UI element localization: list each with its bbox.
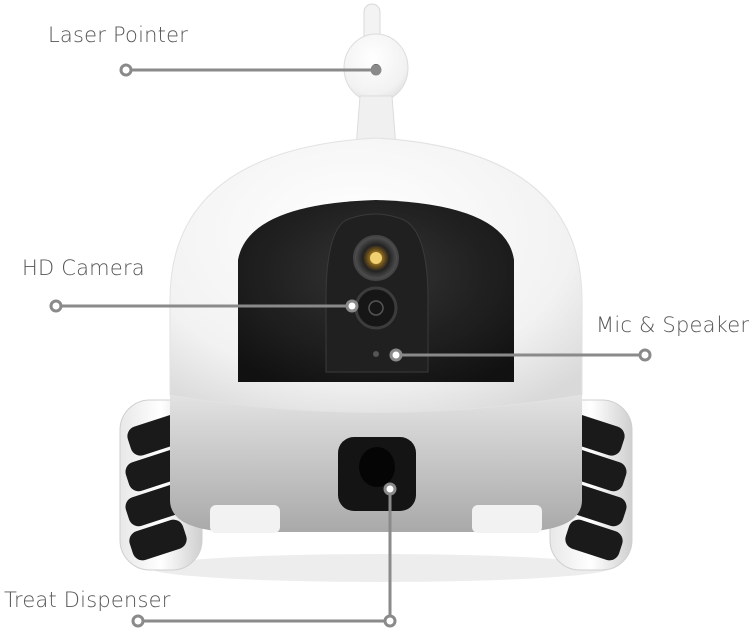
treat-endpoint-top <box>383 482 397 496</box>
camera-endpoint-right <box>345 299 359 313</box>
camera-endpoint-left <box>49 299 63 313</box>
ground-shadow <box>150 554 610 582</box>
leader-endpoints <box>49 63 652 628</box>
mic-endpoint-left <box>389 348 403 362</box>
secondary-lens-icon <box>354 286 398 330</box>
treat-endpoint-bottom <box>383 614 397 628</box>
treat-endpoint-left <box>131 614 145 628</box>
mic-speaker-label: Mic & Speaker <box>596 313 750 337</box>
laser-endpoint-right <box>370 64 382 76</box>
treat-dispenser-label: Treat Dispenser <box>4 588 171 612</box>
laser-endpoint-left <box>119 63 133 77</box>
laser-head <box>343 3 409 149</box>
leader-lines <box>56 68 645 623</box>
mic-endpoint-right <box>638 348 652 362</box>
mic-hole-icon <box>373 351 379 357</box>
hd-camera-label: HD Camera <box>22 256 145 280</box>
laser-pointer-label: Laser Pointer <box>48 23 189 47</box>
